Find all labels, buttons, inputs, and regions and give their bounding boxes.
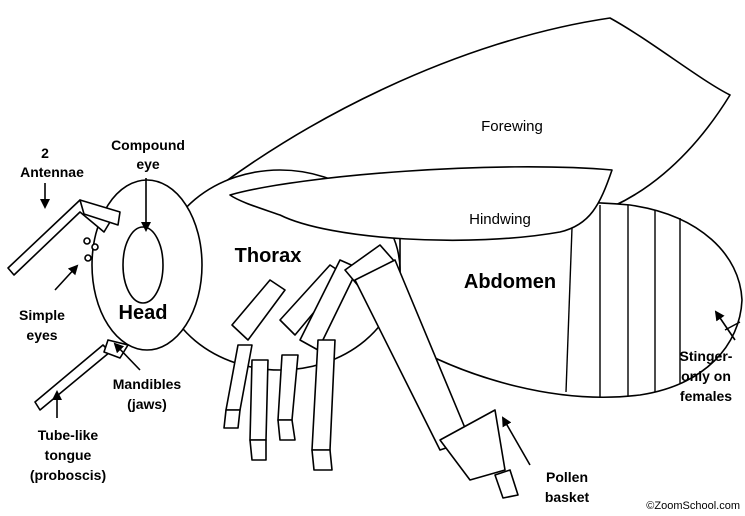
simple-eyes-label-2: eyes bbox=[26, 327, 57, 343]
hindwing-label: Hindwing bbox=[469, 211, 531, 228]
pollen-basket-arrow bbox=[503, 418, 530, 465]
simple-eyes-label: Simple bbox=[19, 307, 65, 323]
head-label: Head bbox=[119, 302, 168, 324]
mandibles-label: Mandibles bbox=[113, 376, 182, 392]
simple-eyes-arrow bbox=[55, 266, 77, 290]
compound-eye-label-2: eye bbox=[136, 156, 160, 172]
tongue-label-3: (proboscis) bbox=[30, 467, 106, 483]
proboscis-shape bbox=[35, 345, 110, 410]
thorax-label: Thorax bbox=[235, 245, 302, 267]
pollen-basket-label: Pollen bbox=[546, 469, 588, 485]
tongue-label-2: tongue bbox=[45, 447, 92, 463]
compound-eye-label: Compound bbox=[111, 137, 185, 153]
stinger-label: Stinger- bbox=[680, 348, 733, 364]
pollen-basket-label-2: basket bbox=[545, 489, 590, 505]
mandibles-label-2: (jaws) bbox=[127, 396, 167, 412]
compound-eye-shape bbox=[123, 227, 163, 303]
abdomen-label: Abdomen bbox=[464, 271, 556, 293]
antennae-label: Antennae bbox=[20, 164, 84, 180]
forewing-label: Forewing bbox=[481, 118, 543, 135]
stinger-label-2: only on bbox=[681, 368, 731, 384]
stinger-label-3: females bbox=[680, 388, 732, 404]
tongue-label: Tube-like bbox=[38, 427, 99, 443]
antennae-label-count: 2 bbox=[41, 145, 49, 161]
copyright-text: ©ZoomSchool.com bbox=[646, 500, 740, 512]
